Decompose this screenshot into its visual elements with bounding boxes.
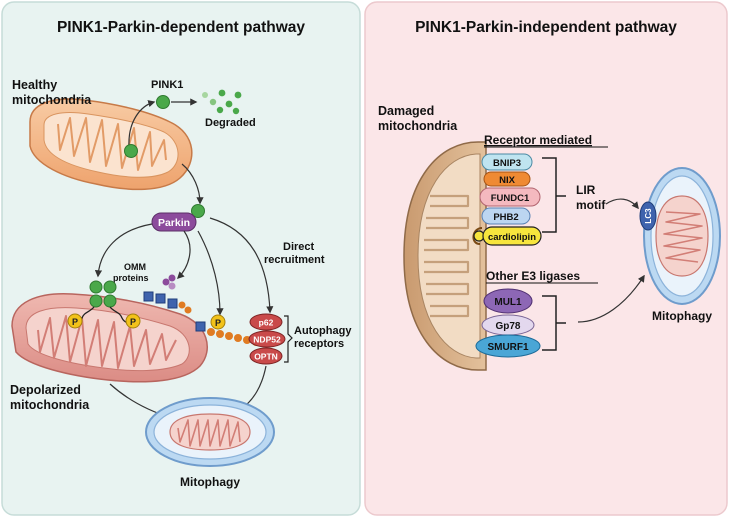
direct-label-line2: recruitment <box>264 254 325 266</box>
receptor-cardiolipin: cardiolipin <box>472 226 542 246</box>
pink1-on-membrane-icon <box>124 144 138 158</box>
healthy-mitochondrion <box>29 98 193 191</box>
depolarized-label-line1: Depolarized <box>10 383 81 397</box>
receptor-phb2: PHB2 <box>481 207 531 225</box>
parkin-to-depolarized-arrow <box>94 223 153 278</box>
svg-text:P: P <box>215 318 221 328</box>
parkin-to-ubiquitin-arrow <box>197 230 224 316</box>
lir-label-line2: motif <box>576 198 606 212</box>
svg-text:BNIP3: BNIP3 <box>493 158 521 169</box>
right-panel-background <box>364 1 728 516</box>
receptor-fundc1: FUNDC1 <box>479 187 541 207</box>
left-panel: PINK1-Parkin-dependent pathway Healthy m… <box>1 1 361 516</box>
autophagy-label-line1: Autophagy <box>294 325 352 337</box>
lir-to-lc3-arrow <box>605 198 639 210</box>
receptor-optn: OPTN <box>249 347 283 365</box>
receptor-bracket <box>284 315 293 363</box>
omm-protein-cluster-icon <box>143 274 192 314</box>
right-panel-title: PINK1-Parkin-independent pathway <box>415 19 677 36</box>
phospho-site-left: P <box>67 313 83 329</box>
svg-text:p62: p62 <box>259 318 274 328</box>
svg-text:P: P <box>72 317 78 327</box>
mitophagy-label-left: Mitophagy <box>180 475 240 489</box>
lc3-protein-icon: LC3 <box>639 201 657 231</box>
damaged-label-line2: mitochondria <box>378 119 458 133</box>
lir-label-line1: LIR <box>576 183 596 197</box>
autophagosome-right <box>643 167 721 305</box>
pink1-protein-icon <box>156 95 170 109</box>
pink1-parkin-complex-icon <box>191 204 205 218</box>
parkin-to-omm-arrow <box>176 230 191 280</box>
other-e3-ligases-heading: Other E3 ligases <box>486 269 580 283</box>
damaged-label-line1: Damaged <box>378 104 434 118</box>
receptor-p62: p62 <box>249 313 283 331</box>
pink1-label: PINK1 <box>151 79 183 91</box>
svg-text:Gp78: Gp78 <box>495 321 520 332</box>
svg-text:P: P <box>130 317 136 327</box>
svg-text:SMURF1: SMURF1 <box>487 342 529 353</box>
svg-text:NIX: NIX <box>499 175 516 186</box>
depolarized-mitochondrion <box>11 293 209 383</box>
depolarized-label-line2: mitochondria <box>10 398 90 412</box>
direct-label-line1: Direct <box>283 241 315 253</box>
svg-text:PHB2: PHB2 <box>493 212 518 223</box>
left-panel-title: PINK1-Parkin-dependent pathway <box>57 19 305 36</box>
svg-text:OPTN: OPTN <box>254 352 278 362</box>
degraded-fragments-icon <box>202 89 242 115</box>
ligase-mul1: MUL1 <box>483 288 533 314</box>
e3-to-mitophagy-arrow <box>577 274 645 323</box>
autophagosome-left <box>145 397 275 467</box>
ligase-smurf1: SMURF1 <box>475 334 541 358</box>
healthy-label-line1: Healthy <box>12 78 57 92</box>
direct-recruitment-arrow <box>209 217 274 314</box>
ligase-gp78: Gp78 <box>481 314 535 336</box>
receptor-mediated-heading: Receptor mediated <box>484 133 592 147</box>
healthy-label-line2: mitochondria <box>12 93 92 107</box>
parkin-label: Parkin <box>158 217 190 229</box>
phospho-site-right: P <box>125 313 141 329</box>
right-panel: PINK1-Parkin-independent pathway Damaged… <box>364 1 728 516</box>
omm-label-line2: proteins <box>113 273 149 283</box>
svg-text:LC3: LC3 <box>644 208 653 224</box>
autophagy-label-line2: receptors <box>294 338 344 350</box>
phospho-ubiquitin-chain-icon: P <box>207 314 260 346</box>
receptor-ndp52: NDP52 <box>248 330 286 348</box>
damaged-mitochondrion <box>403 141 487 371</box>
svg-text:FUNDC1: FUNDC1 <box>491 193 530 204</box>
lir-bracket <box>542 157 557 233</box>
degraded-label: Degraded <box>205 117 256 129</box>
pink1-cluster-icon <box>89 280 117 308</box>
omm-protein-icon <box>195 321 206 332</box>
pink1-release-arrow <box>128 100 156 147</box>
stabilization-arrow <box>181 163 204 205</box>
svg-text:cardiolipin: cardiolipin <box>488 232 536 243</box>
parkin-badge <box>151 212 197 232</box>
svg-text:MUL1: MUL1 <box>494 297 522 308</box>
receptor-bnip3: BNIP3 <box>481 153 533 171</box>
mitophagy-label-right: Mitophagy <box>652 309 712 323</box>
omm-label-line1: OMM <box>124 262 146 272</box>
receptor-nix: NIX <box>483 171 531 187</box>
svg-text:NDP52: NDP52 <box>253 335 281 345</box>
